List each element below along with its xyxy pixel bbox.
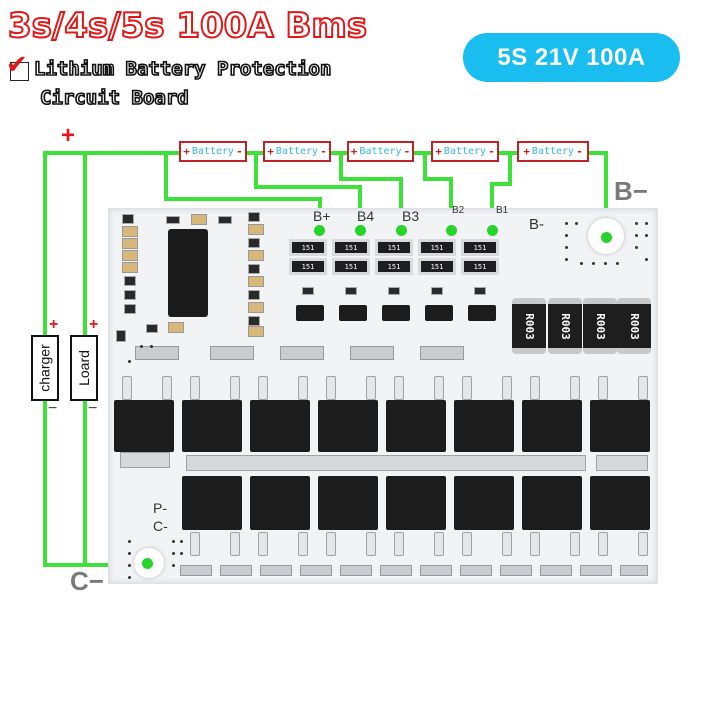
charger-box: charger xyxy=(31,335,59,401)
page-title: 3s/4s/5s 100A Bms xyxy=(7,5,368,47)
shunt-resistor-1: R003 xyxy=(512,298,546,354)
pad-label-b-plus: B+ xyxy=(313,208,331,224)
pad-b-plus xyxy=(314,225,325,236)
pad-label-c-minus: C- xyxy=(153,518,168,534)
pad-label-p-minus: P- xyxy=(153,500,167,516)
battery-cell-1: +Battery- xyxy=(179,141,247,162)
checkmark-icon: ✔ xyxy=(6,50,28,80)
pad-label-b2: B2 xyxy=(452,205,465,216)
load-plus: + xyxy=(89,316,99,333)
battery-cell-3: +Battery- xyxy=(347,141,414,162)
b-minus-label: B− xyxy=(614,176,648,206)
b-minus-pad-dot xyxy=(601,232,612,243)
pad-b4 xyxy=(355,225,366,236)
c-minus-pad-dot xyxy=(142,558,153,569)
load-label: Loard xyxy=(76,350,92,386)
battery-cell-2: +Battery- xyxy=(263,141,331,162)
charger-label: charger xyxy=(37,344,53,392)
spec-badge: 5S 21V 100A xyxy=(463,33,680,82)
pad-label-b4: B4 xyxy=(357,208,375,224)
pad-label-b3: B3 xyxy=(402,208,420,224)
subtitle-line2: Circuit Board xyxy=(39,86,189,110)
pad-b3 xyxy=(396,225,407,236)
load-box: Loard xyxy=(70,335,98,401)
pad-label-b1: B1 xyxy=(496,205,509,216)
charger-minus: − xyxy=(48,400,58,417)
load-minus: − xyxy=(88,400,98,417)
shunt-resistor-3: R003 xyxy=(583,298,617,354)
shunt-resistor-4: R003 xyxy=(617,298,651,354)
c-minus-label: C− xyxy=(70,566,104,596)
protection-ic-chip xyxy=(168,229,208,317)
pad-b1 xyxy=(487,225,498,236)
checkbox-icon xyxy=(10,62,29,81)
subtitle-line1: Lithium Battery Protection xyxy=(33,57,332,81)
shunt-resistor-2: R003 xyxy=(548,298,582,354)
pad-label-b-minus: B- xyxy=(529,216,544,233)
positive-terminal-sign: + xyxy=(61,122,76,149)
charger-plus: + xyxy=(49,316,59,333)
battery-cell-4: +Battery- xyxy=(431,141,499,162)
battery-cell-5: +Battery- xyxy=(517,141,589,162)
pad-b2 xyxy=(446,225,457,236)
